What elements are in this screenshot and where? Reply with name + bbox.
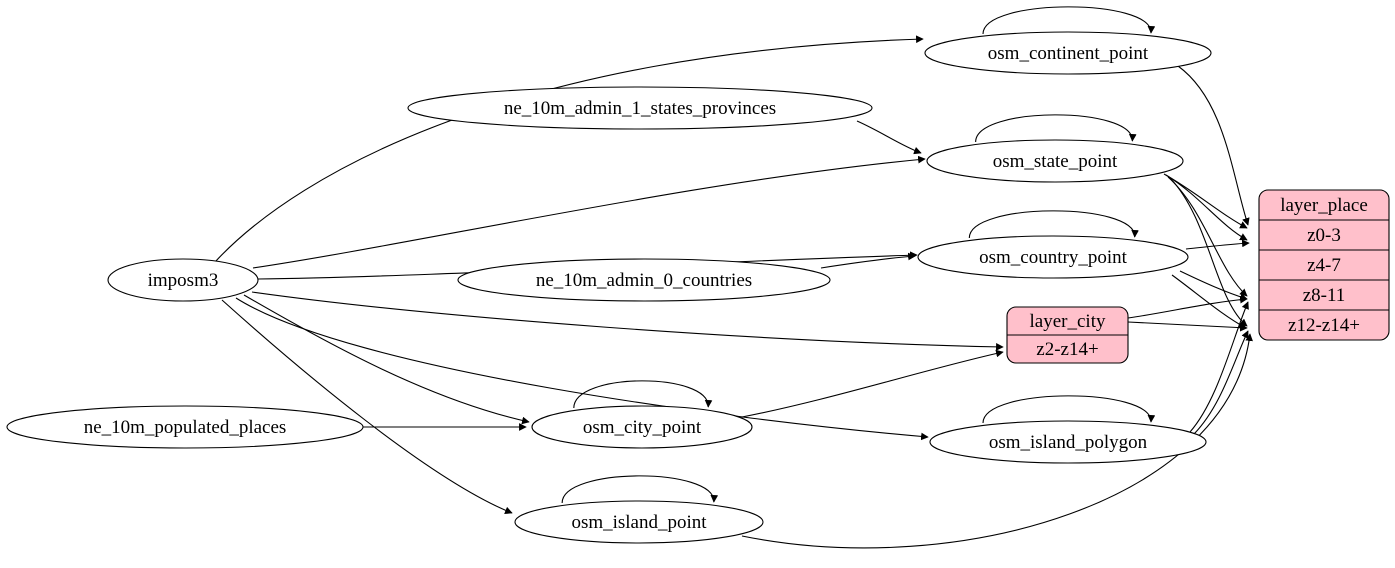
edge-imposm3-to-osm_city_point xyxy=(243,294,530,425)
node-label: ne_10m_admin_1_states_provinces xyxy=(504,98,776,119)
node-shape xyxy=(926,139,1184,183)
record-body xyxy=(1258,189,1390,341)
edge-osm_island_polygon-to-layer_place_z12 xyxy=(1193,330,1249,435)
node-osm_state_point[interactable]: osm_state_point xyxy=(926,139,1184,183)
edge-self-osm_country_point xyxy=(968,210,1139,239)
node-label: osm_island_polygon xyxy=(989,432,1148,453)
node-shape xyxy=(6,405,364,449)
edge-self-osm_island_point xyxy=(561,475,719,504)
edge-osm_island_polygon-to-layer_place_z8 xyxy=(1189,301,1249,433)
record-row-layer_place_z4[interactable]: z4-7 xyxy=(1307,255,1341,276)
node-ne_states[interactable]: ne_10m_admin_1_states_provinces xyxy=(407,86,873,130)
edge-osm_island_point-to-layer_place_z12 xyxy=(741,333,1253,549)
node-shape xyxy=(407,86,873,130)
edge-osm_country_point-to-layer_place_z4 xyxy=(1185,239,1250,250)
edge-self-osm_city_point xyxy=(573,380,713,409)
edge-osm_state_point-to-layer_place_z8 xyxy=(1167,176,1248,297)
edge-osm_continent_point-to-layer_place_z0 xyxy=(1177,65,1250,226)
edge-imposm3-to-osm_state_point xyxy=(252,155,926,269)
record-row-layer_city_z2[interactable]: z2-z14+ xyxy=(1036,339,1098,360)
edge-self-osm_continent_point xyxy=(982,6,1156,35)
node-label: ne_10m_populated_places xyxy=(84,417,287,438)
node-shape xyxy=(457,258,831,302)
edges-layer xyxy=(214,6,1253,549)
node-shape xyxy=(924,31,1212,75)
record-layer_place[interactable]: layer_place z0-3 z4-7 z8-11 z12-z14+ xyxy=(1258,189,1390,341)
edge-osm_city_point-to-layer_city_z2 xyxy=(741,349,1004,418)
edge-imposm3-to-layer_city_z2 xyxy=(251,291,1004,351)
record-row-layer_place_z8[interactable]: z8-11 xyxy=(1303,285,1346,306)
node-shape xyxy=(107,258,259,302)
node-osm_island_polygon[interactable]: osm_island_polygon xyxy=(929,420,1207,464)
node-label: imposm3 xyxy=(148,270,219,291)
node-label: osm_city_point xyxy=(583,417,702,438)
records-layer: layer_city z2-z14+ layer_place z0-3 z4-7 z8-1… xyxy=(1006,189,1390,364)
node-osm_country_point[interactable]: osm_country_point xyxy=(917,235,1189,279)
edge-self-osm_state_point xyxy=(975,114,1137,143)
edge-osm_state_point-to-layer_place_z12 xyxy=(1169,177,1248,327)
nodes-layer: imposm3 ne_10m_admin_1_states_provincesne… xyxy=(6,31,1212,544)
node-label: osm_country_point xyxy=(979,247,1127,268)
node-label: ne_10m_admin_0_countries xyxy=(536,270,752,291)
node-ne_populated[interactable]: ne_10m_populated_places xyxy=(6,405,364,449)
edge-ne_countries-to-osm_country_point xyxy=(820,252,916,269)
node-osm_city_point[interactable]: osm_city_point xyxy=(531,405,753,449)
node-osm_island_point[interactable]: osm_island_point xyxy=(514,500,764,544)
node-label: osm_continent_point xyxy=(988,43,1149,64)
record-layer_city[interactable]: layer_city z2-z14+ xyxy=(1006,306,1129,364)
edge-ne_states-to-osm_state_point xyxy=(856,120,922,155)
edge-imposm3-to-osm_island_point xyxy=(221,299,513,514)
node-shape xyxy=(917,235,1189,279)
record-title: layer_place xyxy=(1280,195,1368,216)
edge-imposm3-to-osm_island_polygon xyxy=(235,297,929,441)
record-row-layer_place_z12[interactable]: z12-z14+ xyxy=(1288,315,1360,336)
node-ne_countries[interactable]: ne_10m_admin_0_countries xyxy=(457,258,831,302)
record-row-layer_place_z0[interactable]: z0-3 xyxy=(1307,225,1341,246)
record-title: layer_city xyxy=(1030,311,1106,332)
edge-layer_city-to-layer_place_z12 xyxy=(1127,321,1248,332)
node-label: osm_state_point xyxy=(993,151,1118,172)
node-shape xyxy=(514,500,764,544)
edge-self-osm_island_polygon xyxy=(982,395,1156,424)
node-imposm3[interactable]: imposm3 xyxy=(107,258,259,302)
edge-layer_city-to-layer_place_z8 xyxy=(1127,295,1248,319)
node-osm_continent_point[interactable]: osm_continent_point xyxy=(924,31,1212,75)
node-label: osm_island_point xyxy=(571,512,707,533)
edge-imposm3-to-osm_continent_point xyxy=(214,35,924,263)
node-shape xyxy=(531,405,753,449)
node-shape xyxy=(929,420,1207,464)
edge-osm_state_point-to-layer_place_z4 xyxy=(1165,174,1248,241)
